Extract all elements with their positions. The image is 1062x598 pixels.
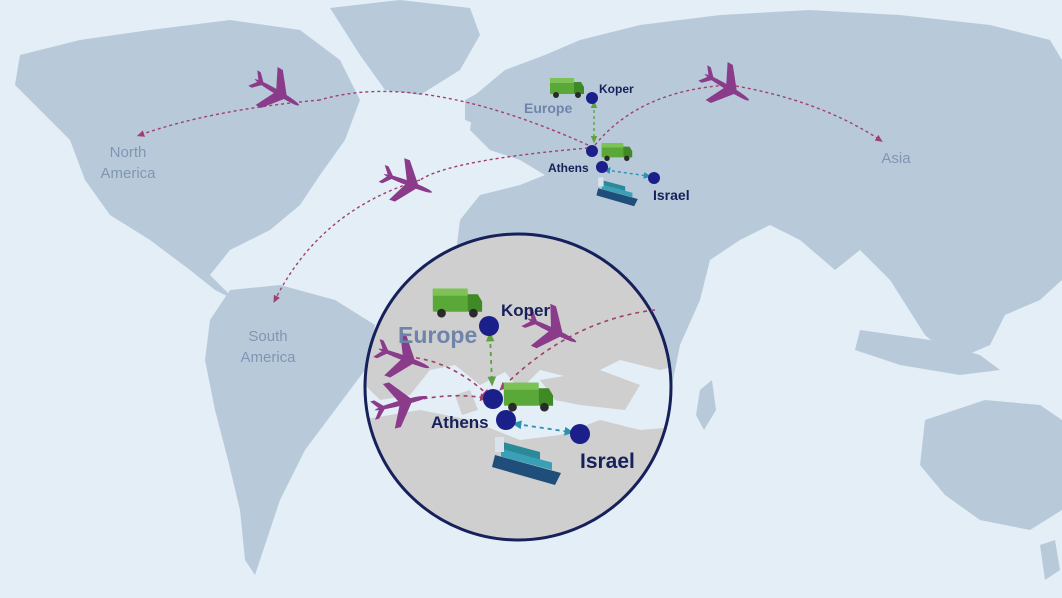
athens-label: Athens xyxy=(548,161,589,175)
route-europe-northamerica xyxy=(319,90,589,146)
south-america xyxy=(205,285,375,575)
inset-koper-label: Koper xyxy=(501,301,551,320)
inset-athens-node xyxy=(483,389,503,409)
japan xyxy=(928,100,950,150)
south-america-label-line2: America xyxy=(240,349,296,366)
continents xyxy=(15,0,1062,580)
asia-label: Asia xyxy=(881,150,911,167)
inset-athens-port-node xyxy=(496,410,516,430)
north-america-label-line2: America xyxy=(100,165,156,182)
athens-node xyxy=(586,145,598,157)
madagascar xyxy=(696,380,716,430)
inset-israel-node xyxy=(570,424,590,444)
greenland xyxy=(330,0,480,95)
athens-israel-sea-route xyxy=(602,167,652,179)
uk-isles xyxy=(465,92,488,125)
inset-athens-label: Athens xyxy=(431,413,489,432)
australia xyxy=(920,400,1062,530)
inset-koper-node xyxy=(479,316,499,336)
athens-port-node xyxy=(596,161,608,173)
new-zealand xyxy=(1040,540,1060,580)
israel-node xyxy=(648,172,660,184)
inset-air-routes xyxy=(407,309,656,403)
israel-label: Israel xyxy=(653,187,690,203)
indonesia xyxy=(855,330,1000,375)
koper-node xyxy=(586,92,598,104)
koper-label: Koper xyxy=(599,82,634,96)
inset-europe-label: Europe xyxy=(398,322,477,348)
europe-label: Europe xyxy=(524,100,572,116)
inset-israel-label: Israel xyxy=(580,450,635,473)
inset-athens-israel-route xyxy=(511,420,575,436)
route-to-south-america xyxy=(273,179,421,304)
north-america-label-line1: North xyxy=(110,144,147,161)
route-to-asia xyxy=(729,84,883,142)
south-america-label-line1: South xyxy=(248,328,287,345)
